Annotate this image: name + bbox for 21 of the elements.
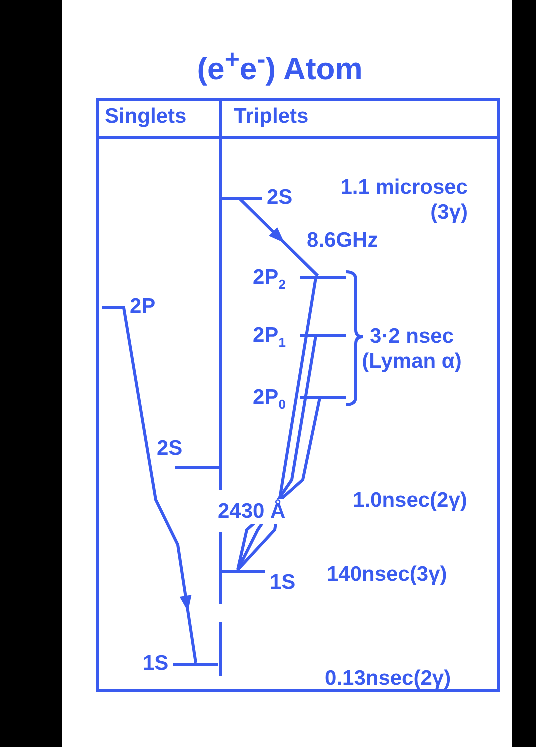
edge-label: 2430 Å bbox=[216, 499, 288, 524]
diagram-title: (e$^{+}$e$^{-}$) Atom bbox=[196, 46, 364, 88]
transition-arrow bbox=[238, 198, 320, 278]
level-label: 2P$_{2}$ bbox=[253, 266, 286, 294]
text-label: Singlets bbox=[105, 104, 187, 130]
level-label: 2S bbox=[157, 437, 183, 461]
edge-label: 8.6GHz bbox=[306, 228, 380, 254]
text-label: 1.1 microsec (3γ) bbox=[340, 175, 468, 226]
text-label: 140nsec(3γ) bbox=[327, 562, 448, 588]
text-label: 3·2 nsec (Lyman α) bbox=[361, 324, 463, 374]
transition-arrow bbox=[122, 308, 198, 664]
text-label: 1.0nsec(2γ) bbox=[353, 488, 468, 514]
level-label: 2P bbox=[130, 295, 156, 319]
text-label: 0.13nsec(2γ) bbox=[325, 666, 452, 692]
level-label: 2P$_{0}$ bbox=[253, 386, 286, 414]
level-label: 1S bbox=[270, 571, 296, 595]
level-label: 2S bbox=[267, 186, 293, 210]
transition-line bbox=[236, 336, 318, 571]
level-label: 2P$_{1}$ bbox=[253, 324, 286, 352]
text-label: Triplets bbox=[234, 104, 309, 130]
level-label: 1S bbox=[143, 652, 169, 676]
